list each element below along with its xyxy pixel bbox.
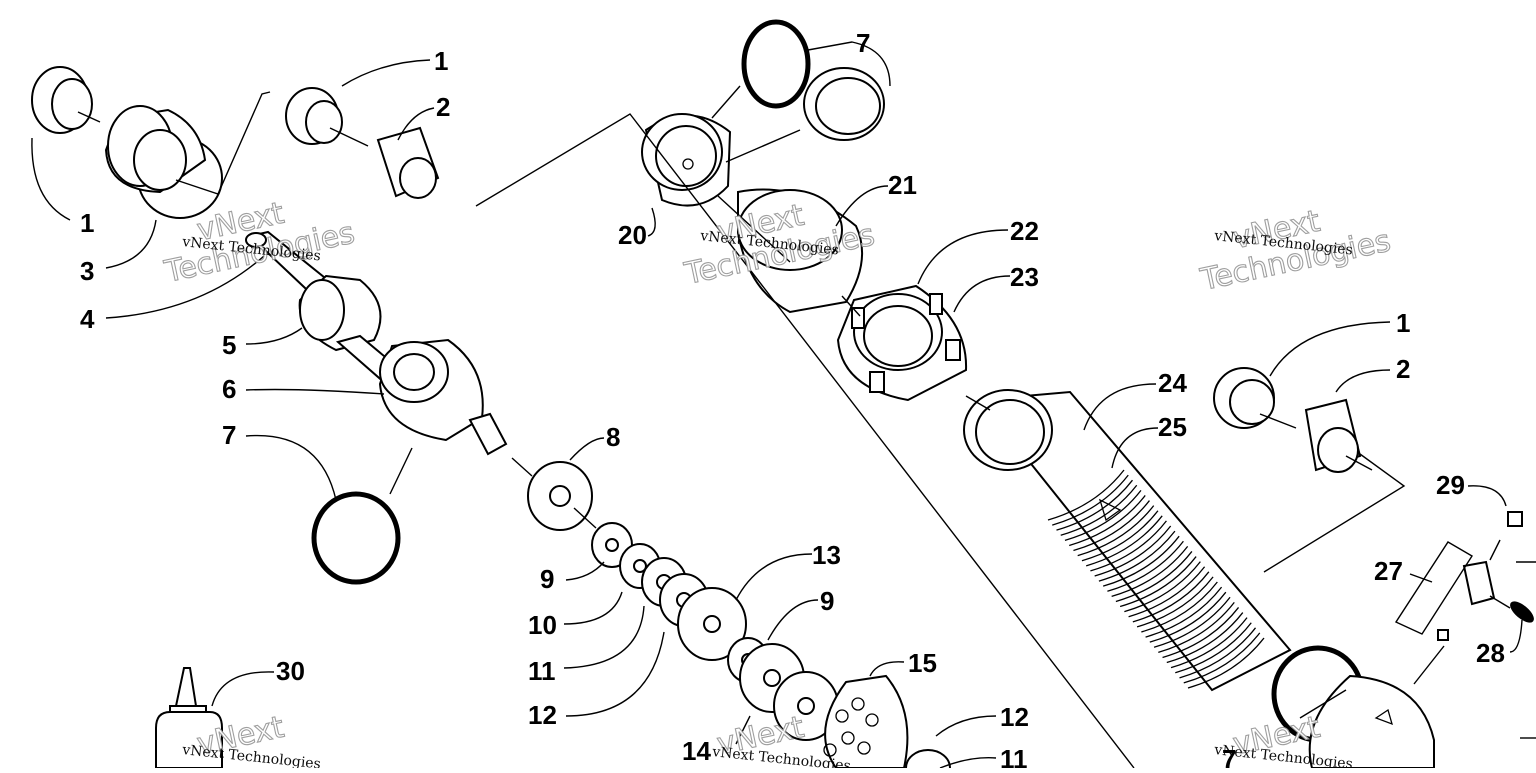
spring-coil-line [1145,586,1223,638]
spring-coil-line [1175,622,1252,674]
spring-nut-22-23 [836,284,968,402]
spring-coil-line [1081,510,1159,562]
spring-coil-line [1102,535,1180,587]
callout-27: 27 [1374,556,1403,586]
spring-coil-line [1124,561,1201,613]
spring-coil-line [1052,474,1129,526]
callout-numbers: 1 1 2 3 4 5 6 7 7 8 9 9 10 11 11 12 12 1… [80,28,1505,773]
callout-10: 10 [528,610,557,640]
spring-coil-line [1107,540,1184,592]
bushing-1-left [31,66,93,134]
callout-28: 28 [1476,638,1505,668]
callout-23: 23 [1010,262,1039,292]
screw-29 [1507,511,1523,527]
piston-15 [823,674,909,769]
spacer-2-upper [376,126,440,199]
leader-lines [31,41,1536,769]
spring-coil-line [1128,566,1206,618]
spring-coil-line [1060,484,1138,536]
spring-coil-line [1085,515,1163,567]
shock-eye-sleeve-3 [104,105,223,219]
callout-20: 20 [618,220,647,250]
spring-coil-line [1064,489,1142,541]
callout-7: 7 [222,420,236,450]
valve-27 [1437,560,1496,641]
callout-2: 2 [436,92,450,122]
spring-coil-line [1132,571,1210,623]
callout-11: 11 [1000,744,1028,768]
spring-coil-line [1166,612,1244,664]
callout-7: 7 [1222,744,1236,768]
spring-coil-line [1187,637,1265,689]
callout-29: 29 [1436,470,1465,500]
spring-coil-line [1111,545,1189,597]
spring-coil-line [1115,551,1193,603]
callout-2: 2 [1396,354,1410,384]
spring-coil-line [1179,627,1257,679]
spring-coil-line [1073,500,1150,552]
callout-12: 12 [528,700,557,730]
callout-4: 4 [80,304,95,334]
callout-1: 1 [434,46,448,76]
callout-5: 5 [222,330,236,360]
adjuster-sleeve-21 [737,188,864,314]
callout-14: 14 [682,736,711,766]
spring-coil-line [1047,469,1125,521]
washer-12-lower [905,749,951,773]
callout-9: 9 [820,586,834,616]
callout-21: 21 [888,170,917,200]
callout-12: 12 [1000,702,1029,732]
spring-coil-line [1077,505,1155,557]
callout-3: 3 [80,256,94,286]
callout-9: 9 [540,564,554,594]
spring-coil-line [1069,495,1146,547]
callout-30: 30 [276,656,305,686]
bumper-5 [298,274,382,352]
grease-bottle-30 [155,667,223,769]
spring-coil-line [1162,607,1240,659]
piston-body-6 [378,338,508,456]
spring-coil-line [1170,617,1248,669]
spring-coil-line [1098,530,1176,582]
cap-28 [1510,601,1534,623]
callout-13: 13 [812,540,841,570]
callout-6: 6 [222,374,236,404]
callout-7: 7 [856,28,870,58]
seal-ring-7-top [803,67,885,141]
spacer-2-right [1304,398,1362,473]
callout-8: 8 [606,422,620,452]
callout-25: 25 [1158,412,1187,442]
o-ring-7-top [741,19,811,109]
spring-coil-line [1094,525,1172,577]
spring-coil-line [1141,581,1218,633]
spring-coil-line [1136,576,1214,628]
callout-24: 24 [1158,368,1187,398]
spring-coil-line [1090,520,1167,572]
spring-coil-line [1056,479,1133,531]
o-ring-7-left [311,491,401,585]
washer-8 [527,461,593,531]
callout-1: 1 [80,208,94,238]
callout-11: 11 [528,656,556,686]
spring-coil-line [1158,601,1235,653]
callout-1: 1 [1396,308,1410,338]
bushing-1-right [1213,367,1275,429]
spring-coil-line [1149,591,1227,643]
lower-body-right [1308,674,1435,769]
callout-22: 22 [1010,216,1039,246]
spring-coil-line [1119,556,1197,608]
spring-coil-line [1153,596,1231,648]
bushing-1-upper [285,87,343,145]
shim-stack [591,522,839,741]
reservoir-cap-20 [641,113,732,207]
spring-coil-line [1183,632,1261,684]
callout-15: 15 [908,648,937,678]
spring-coils [1047,469,1265,689]
